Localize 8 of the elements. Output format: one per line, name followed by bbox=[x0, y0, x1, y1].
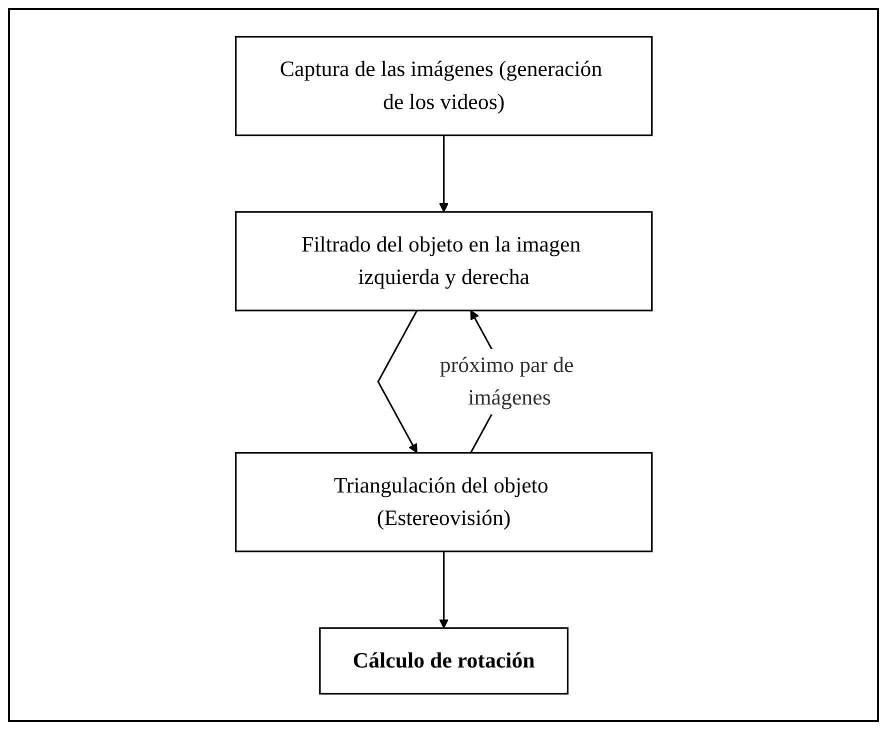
node-box: Triangulación del objeto (Estereovisión) bbox=[234, 452, 652, 552]
arrow bbox=[376, 310, 418, 454]
node-box: Captura de las imágenes (generación de los videos) bbox=[234, 36, 652, 136]
arrow bbox=[438, 135, 448, 212]
arrow bbox=[438, 551, 448, 628]
edge-label: próximo par de imágenes bbox=[440, 352, 574, 410]
node-box: Cálculo de rotación bbox=[318, 626, 568, 694]
node-box: Filtrado del objeto en la imagen izquierda y derecha bbox=[234, 210, 652, 312]
